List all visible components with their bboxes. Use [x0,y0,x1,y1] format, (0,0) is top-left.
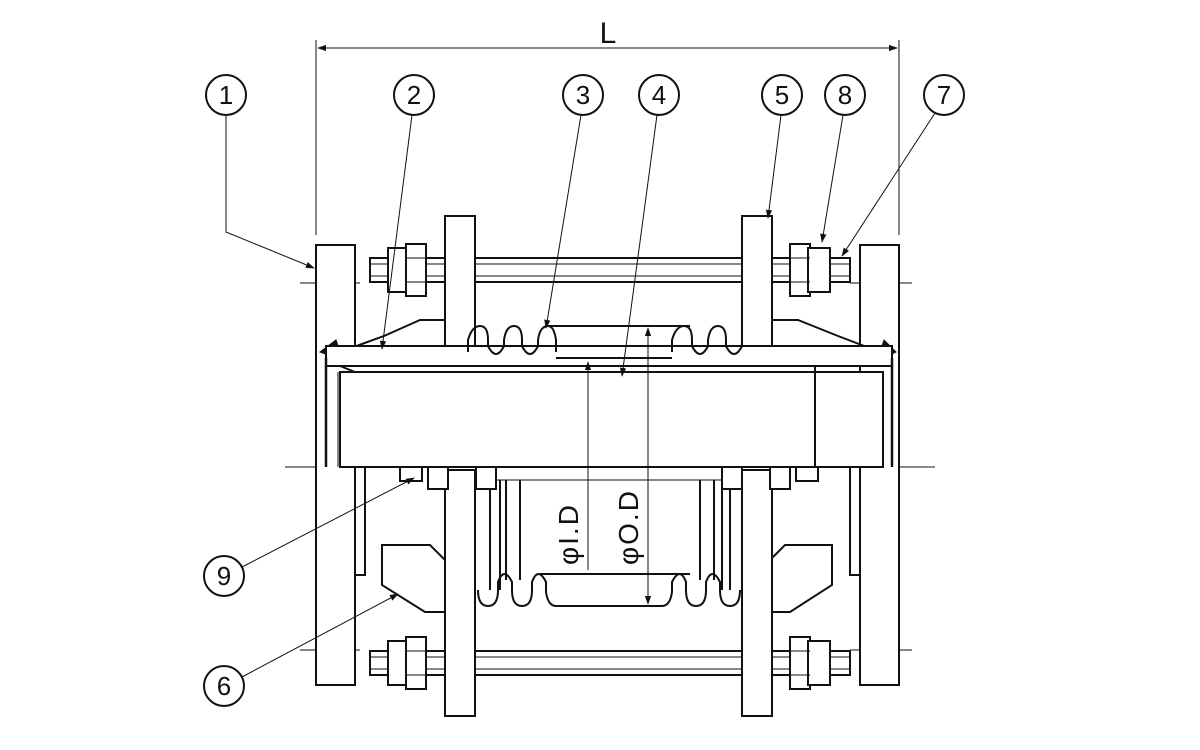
part-callout-3: 3 [562,74,604,116]
part-callout-9: 9 [203,555,245,597]
callout-number: 6 [217,671,231,701]
leader-lines [225,112,936,678]
callout-number: 7 [937,80,951,110]
part-callout-7: 7 [923,74,965,116]
callout-number: 4 [652,80,666,110]
part-callout-8: 8 [824,74,866,116]
intermediate-flanges [444,215,773,717]
part-callout-2: 2 [393,74,435,116]
callout-circle [203,665,245,707]
part-callout-6: 6 [203,665,245,707]
pipe-body [324,345,894,468]
callout-circle [923,74,965,116]
part-callout-5: 5 [761,74,803,116]
callout-circle [761,74,803,116]
length-dimension: L [315,17,900,235]
callout-number: 5 [775,80,789,110]
bellows [467,324,743,608]
outer-diameter-label: φO.D [613,489,644,565]
callout-number: 9 [217,561,231,591]
diameter-dimensions: φI.D φO.D [553,327,652,605]
callout-circle [638,74,680,116]
callout-number: 3 [576,80,590,110]
inner-diameter-label: φI.D [553,503,584,565]
callout-number: 8 [838,80,852,110]
callout-circle [205,74,247,116]
callout-circle [393,74,435,116]
length-label: L [600,17,617,50]
callout-circle [562,74,604,116]
callout-number: 2 [407,80,421,110]
callout-circle [824,74,866,116]
callout-number: 1 [219,80,233,110]
part-callout-1: 1 [205,74,247,116]
part-callout-4: 4 [638,74,680,116]
hex-nuts [387,243,831,690]
lower-bolts [399,466,819,490]
callout-circle [203,555,245,597]
